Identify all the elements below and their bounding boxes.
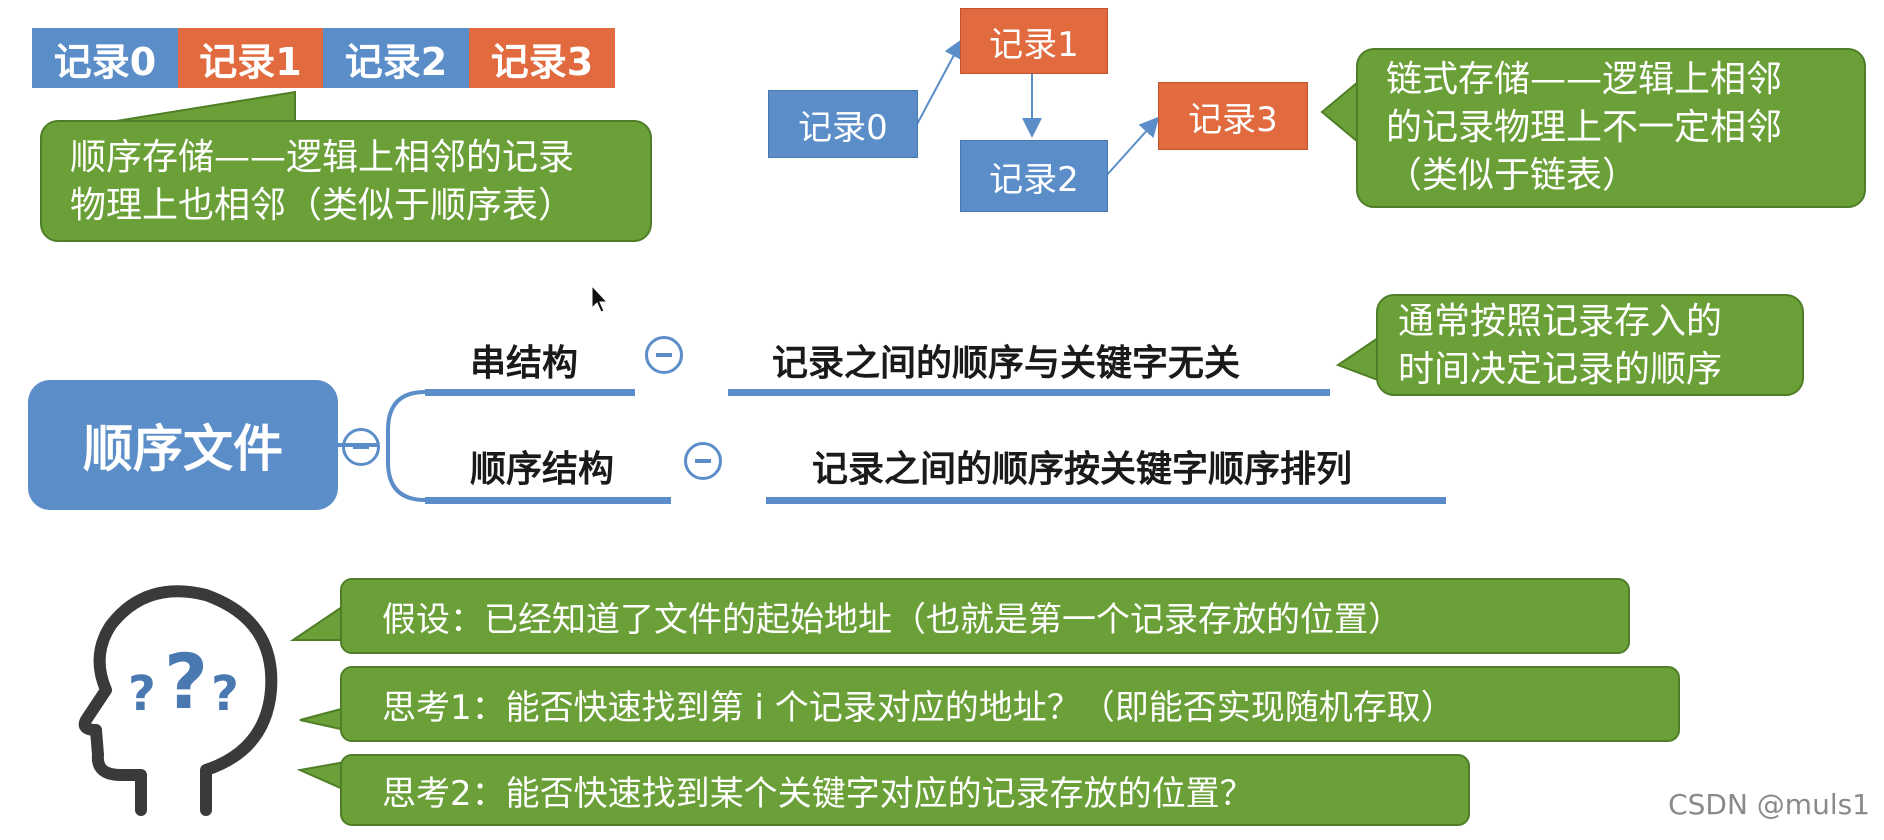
linked-record-1: 记录1 [960, 8, 1108, 74]
branch-bracket [386, 390, 426, 502]
branch-text-chain: 记录之间的顺序与关键字无关 [772, 343, 1241, 384]
seq-record-0: 记录0 [32, 28, 178, 88]
linked-note-line-2: 的记录物理上不一定相邻 [1386, 107, 1783, 148]
svg-text:?: ? [128, 666, 156, 722]
mindmap-callout-tail [1335, 336, 1379, 382]
thought-tail-2 [296, 760, 346, 792]
seq-record-3: 记录3 [469, 28, 615, 88]
thought-question-2: 思考2：能否快速找到某个关键字对应的记录存放的位置？ [340, 754, 1470, 826]
branch-text-underline-chain [728, 389, 1330, 396]
seq-note-tail [109, 90, 296, 123]
branch-text-underline-sequential [766, 497, 1446, 504]
branch-text-sequential: 记录之间的顺序按关键字顺序排列 [812, 449, 1353, 490]
linked-note-line-3: （类似于链表） [1386, 155, 1639, 196]
collapse-chain-icon[interactable] [645, 336, 683, 374]
mindmap-callout: 通常按照记录存入的 时间决定记录的顺序 [1376, 294, 1804, 396]
linked-record-0: 记录0 [768, 90, 918, 158]
thinking-head-icon: ? ? ? [78, 585, 278, 816]
mouse-cursor-icon [591, 284, 609, 313]
branch-label-chain: 串结构 [470, 343, 579, 384]
branch-underline-sequential [425, 497, 671, 504]
arrow-2-to-3 [1105, 116, 1160, 177]
thought-assumption: 假设：已经知道了文件的起始地址（也就是第一个记录存放的位置） [340, 578, 1630, 654]
mindmap-root-node: 顺序文件 [28, 380, 338, 510]
sequential-note-line-2: 物理上也相邻（类似于顺序表） [70, 185, 575, 226]
sequential-note-line-1: 顺序存储——逻辑上相邻的记录 [70, 137, 575, 178]
linked-record-3: 记录3 [1158, 82, 1308, 150]
arrow-0-to-1 [914, 38, 963, 129]
mindmap-callout-line-2: 时间决定记录的顺序 [1398, 349, 1723, 390]
linked-record-2: 记录2 [960, 140, 1108, 212]
svg-text:?: ? [164, 637, 208, 726]
thought-tail-0 [289, 603, 346, 641]
thought-question-1: 思考1：能否快速找到第 i 个记录对应的地址？（即能否实现随机存取） [340, 666, 1680, 742]
seq-record-1: 记录1 [178, 28, 323, 88]
mindmap-callout-line-1: 通常按照记录存入的 [1398, 301, 1723, 342]
linked-note-tail [1320, 79, 1359, 145]
linked-note: 链式存储——逻辑上相邻 的记录物理上不一定相邻 （类似于链表） [1356, 48, 1866, 208]
collapse-root-icon[interactable] [342, 428, 380, 466]
watermark: CSDN @muls1 [1668, 788, 1870, 821]
branch-underline-chain [425, 389, 635, 396]
linked-note-line-1: 链式存储——逻辑上相邻 [1386, 59, 1783, 100]
seq-record-2: 记录2 [323, 28, 469, 88]
svg-text:?: ? [211, 666, 239, 722]
sequential-note: 顺序存储——逻辑上相邻的记录 物理上也相邻（类似于顺序表） [40, 120, 652, 242]
collapse-sequential-icon[interactable] [684, 442, 722, 480]
thought-tail-1 [299, 706, 346, 732]
branch-label-sequential: 顺序结构 [470, 449, 615, 490]
